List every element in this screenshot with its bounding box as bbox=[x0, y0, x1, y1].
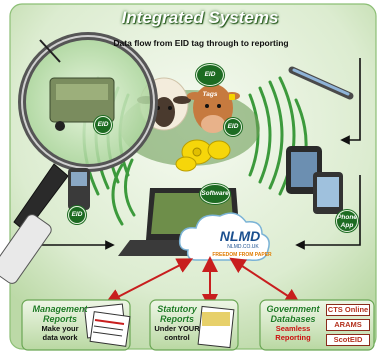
management-text-1: Make your bbox=[41, 324, 79, 333]
government-panel-text: Government Databases Seamless Reporting bbox=[262, 304, 324, 342]
nlmd-slogan: FREEDOM FROM PAPER bbox=[212, 252, 272, 258]
management-panel-text: Management Reports Make your data work bbox=[28, 304, 92, 342]
wand-reader bbox=[288, 66, 354, 100]
magnifying-glass bbox=[0, 32, 158, 284]
badge-phone-app: Phone App bbox=[336, 210, 358, 232]
rugged-tablet bbox=[286, 146, 343, 214]
red-flow-arrows bbox=[104, 256, 301, 310]
statutory-title-1: Statutory bbox=[157, 304, 197, 314]
handheld-reader bbox=[68, 168, 90, 210]
page-title: Integrated Systems bbox=[121, 8, 279, 27]
statutory-text-1: Under YOUR bbox=[154, 324, 200, 333]
page-subtitle: Data flow from EID tag through to report… bbox=[113, 38, 289, 48]
nlmd-logo: NLMD bbox=[219, 228, 261, 244]
panel-reader-device bbox=[39, 39, 115, 131]
management-text-2: data work bbox=[42, 333, 78, 342]
government-title-1: Government bbox=[266, 304, 320, 314]
management-report-documents bbox=[83, 303, 131, 347]
nlmd-url: NLMD.CO.UK bbox=[227, 244, 259, 250]
database-scoteid: ScotEID bbox=[326, 334, 370, 346]
badge-eid-left: EID bbox=[94, 116, 112, 134]
badge-eid-right: EID bbox=[224, 118, 242, 136]
statutory-text-2: control bbox=[164, 333, 190, 342]
badge-software: Software bbox=[200, 184, 230, 204]
yellow-ear-tags bbox=[175, 139, 231, 172]
management-title-2: Reports bbox=[42, 314, 77, 324]
badge-eid-tags: EID Tags bbox=[196, 64, 224, 98]
badge-eid-reader: EID bbox=[68, 206, 86, 224]
database-cts-online: CTS Online bbox=[326, 304, 370, 316]
management-title-1: Management bbox=[32, 304, 88, 314]
statutory-report-documents bbox=[197, 305, 235, 349]
statutory-panel-text: Statutory Reports Under YOUR control bbox=[152, 304, 202, 342]
government-text-2: Reporting bbox=[275, 333, 311, 342]
government-title-2: Databases bbox=[270, 314, 316, 324]
statutory-title-2: Reports bbox=[159, 314, 194, 324]
database-list: CTS Online ARAMS ScotEID bbox=[326, 304, 370, 346]
government-text-1: Seamless bbox=[275, 324, 311, 333]
database-arams: ARAMS bbox=[326, 319, 370, 331]
